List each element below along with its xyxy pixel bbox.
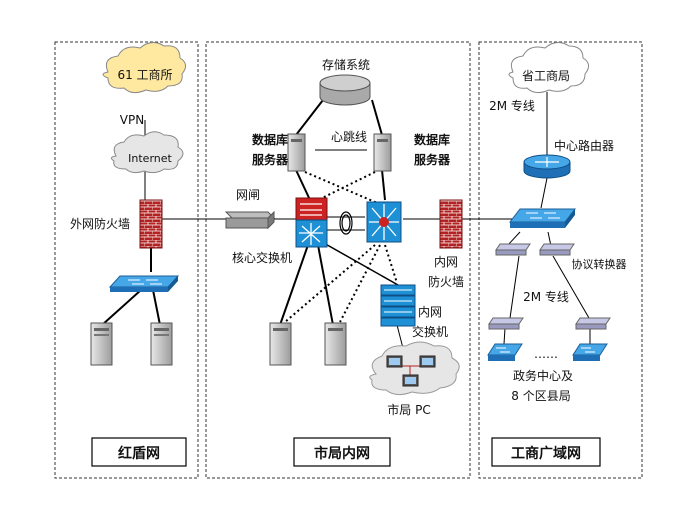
router-icon: [523, 154, 571, 179]
core-switch-right-icon: [366, 201, 402, 243]
gateway-label: 网闸: [236, 188, 260, 202]
protocol-converter-label: 协议转换器: [572, 257, 627, 271]
cloud-61-label: 61 工商所: [117, 67, 172, 82]
server-icon: [150, 322, 173, 366]
protocol-converter-icon: [575, 317, 611, 330]
inner-firewall-icon: [439, 199, 463, 249]
inner-switch-icon: [380, 284, 416, 327]
right-switch-icon: [508, 208, 577, 228]
branch-switch-icon: [487, 343, 523, 361]
db-server-left-label-2: 服务器: [252, 152, 289, 167]
inner-firewall-label-1: 内网: [434, 255, 458, 269]
inner-switch-label-1: 内网: [418, 305, 442, 319]
cloud-61-station: 61 工商所: [102, 42, 186, 94]
region-title-left: 红盾网: [118, 445, 160, 462]
server-icon: [324, 322, 347, 366]
connection-lines: [101, 92, 591, 353]
protocol-converter-icon: [495, 243, 531, 256]
server-icon: [373, 133, 392, 172]
city-pc-label: 市局 PC: [387, 402, 430, 417]
core-switch-label: 核心交换机: [232, 250, 292, 265]
branch-switch-icon: [572, 343, 608, 361]
left-switch-icon: [108, 275, 180, 292]
region-title-right: 工商广域网: [511, 445, 581, 462]
vpn-label: VPN: [120, 113, 144, 127]
province-bureau-label: 省工商局: [522, 68, 570, 83]
region-title-middle: 市局内网: [314, 445, 370, 462]
region-border-right: [478, 41, 643, 479]
ellipsis-label: ……: [534, 347, 558, 361]
link-aggregation-icon: [339, 211, 353, 235]
pc-icon: [386, 355, 403, 368]
gov-center-label-1: 政务中心及: [513, 368, 573, 383]
storage-icon: [319, 74, 371, 106]
storage-label: 存储系统: [322, 57, 370, 72]
internet-label: Internet: [128, 152, 172, 165]
cloud-province-bureau: 省工商局: [508, 42, 589, 94]
db-server-left-label-1: 数据库: [252, 132, 288, 147]
outer-firewall-label: 外网防火墙: [70, 216, 130, 231]
line-2m-bottom-label: 2M 专线: [523, 289, 569, 304]
pc-icon: [419, 355, 436, 368]
central-router-label: 中心路由器: [554, 138, 614, 153]
db-server-right-label-1: 数据库: [414, 132, 450, 147]
heartbeat-label: 心跳线: [331, 130, 367, 144]
protocol-converter-icon: [539, 243, 575, 256]
region-border-middle: [205, 41, 471, 479]
db-server-right-label-2: 服务器: [414, 152, 451, 167]
core-switch-left-icon: [295, 197, 328, 248]
gov-center-label-2: 8 个区县局: [511, 389, 570, 403]
line-2m-top-label: 2M 专线: [489, 98, 535, 113]
inner-switch-label-2: 交换机: [412, 324, 448, 339]
outer-firewall-icon: [139, 199, 163, 249]
cloud-internet: Internet: [110, 131, 184, 174]
gateway-icon: [224, 210, 276, 230]
server-icon: [90, 322, 113, 366]
protocol-converter-icon: [488, 317, 524, 330]
server-icon: [269, 322, 292, 366]
server-icon: [287, 133, 306, 172]
pc-icon: [402, 374, 419, 387]
region-border-left: [54, 41, 199, 479]
pc-cloud: [369, 341, 460, 396]
inner-firewall-label-2: 防火墙: [428, 274, 464, 289]
